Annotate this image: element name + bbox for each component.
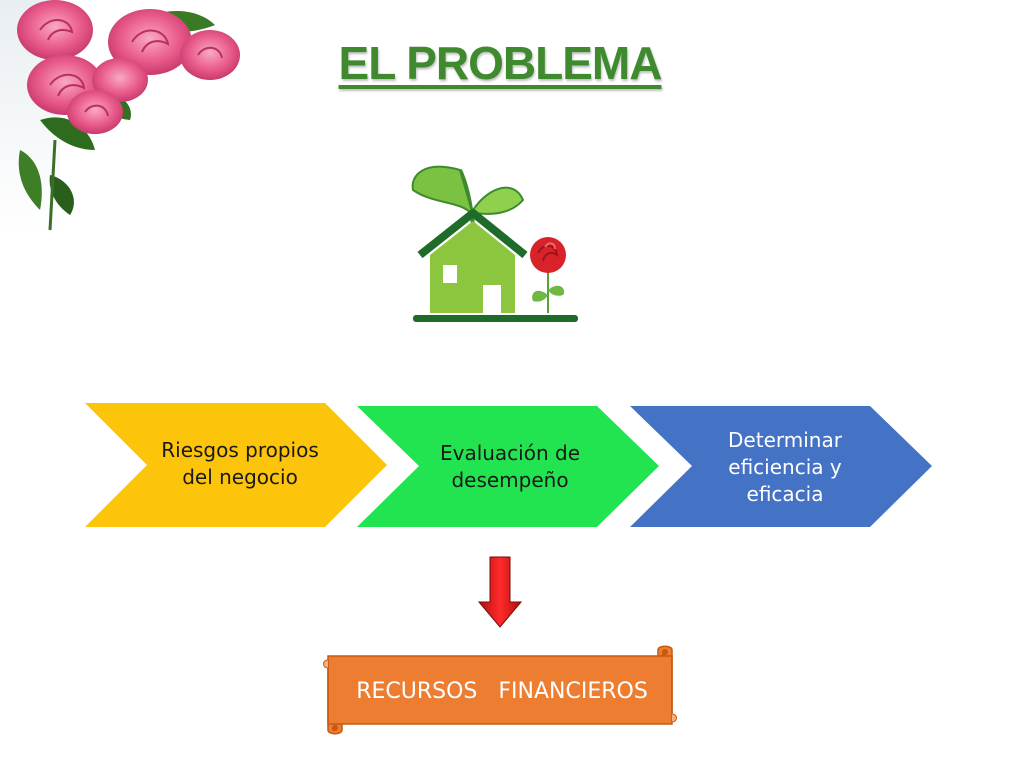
result-scroll-banner: [323, 645, 677, 735]
process-step-2-chevron: [357, 406, 659, 527]
process-step-3-chevron: [630, 406, 932, 527]
process-step-1-chevron: [85, 403, 387, 527]
green-house-with-rose-icon: [411, 165, 578, 322]
pink-roses-icon: [0, 0, 240, 235]
result-label: RECURSOS FINANCIEROS: [356, 678, 648, 704]
page-title: EL PROBLEMA: [338, 37, 663, 89]
down-arrow-icon: [478, 556, 522, 628]
